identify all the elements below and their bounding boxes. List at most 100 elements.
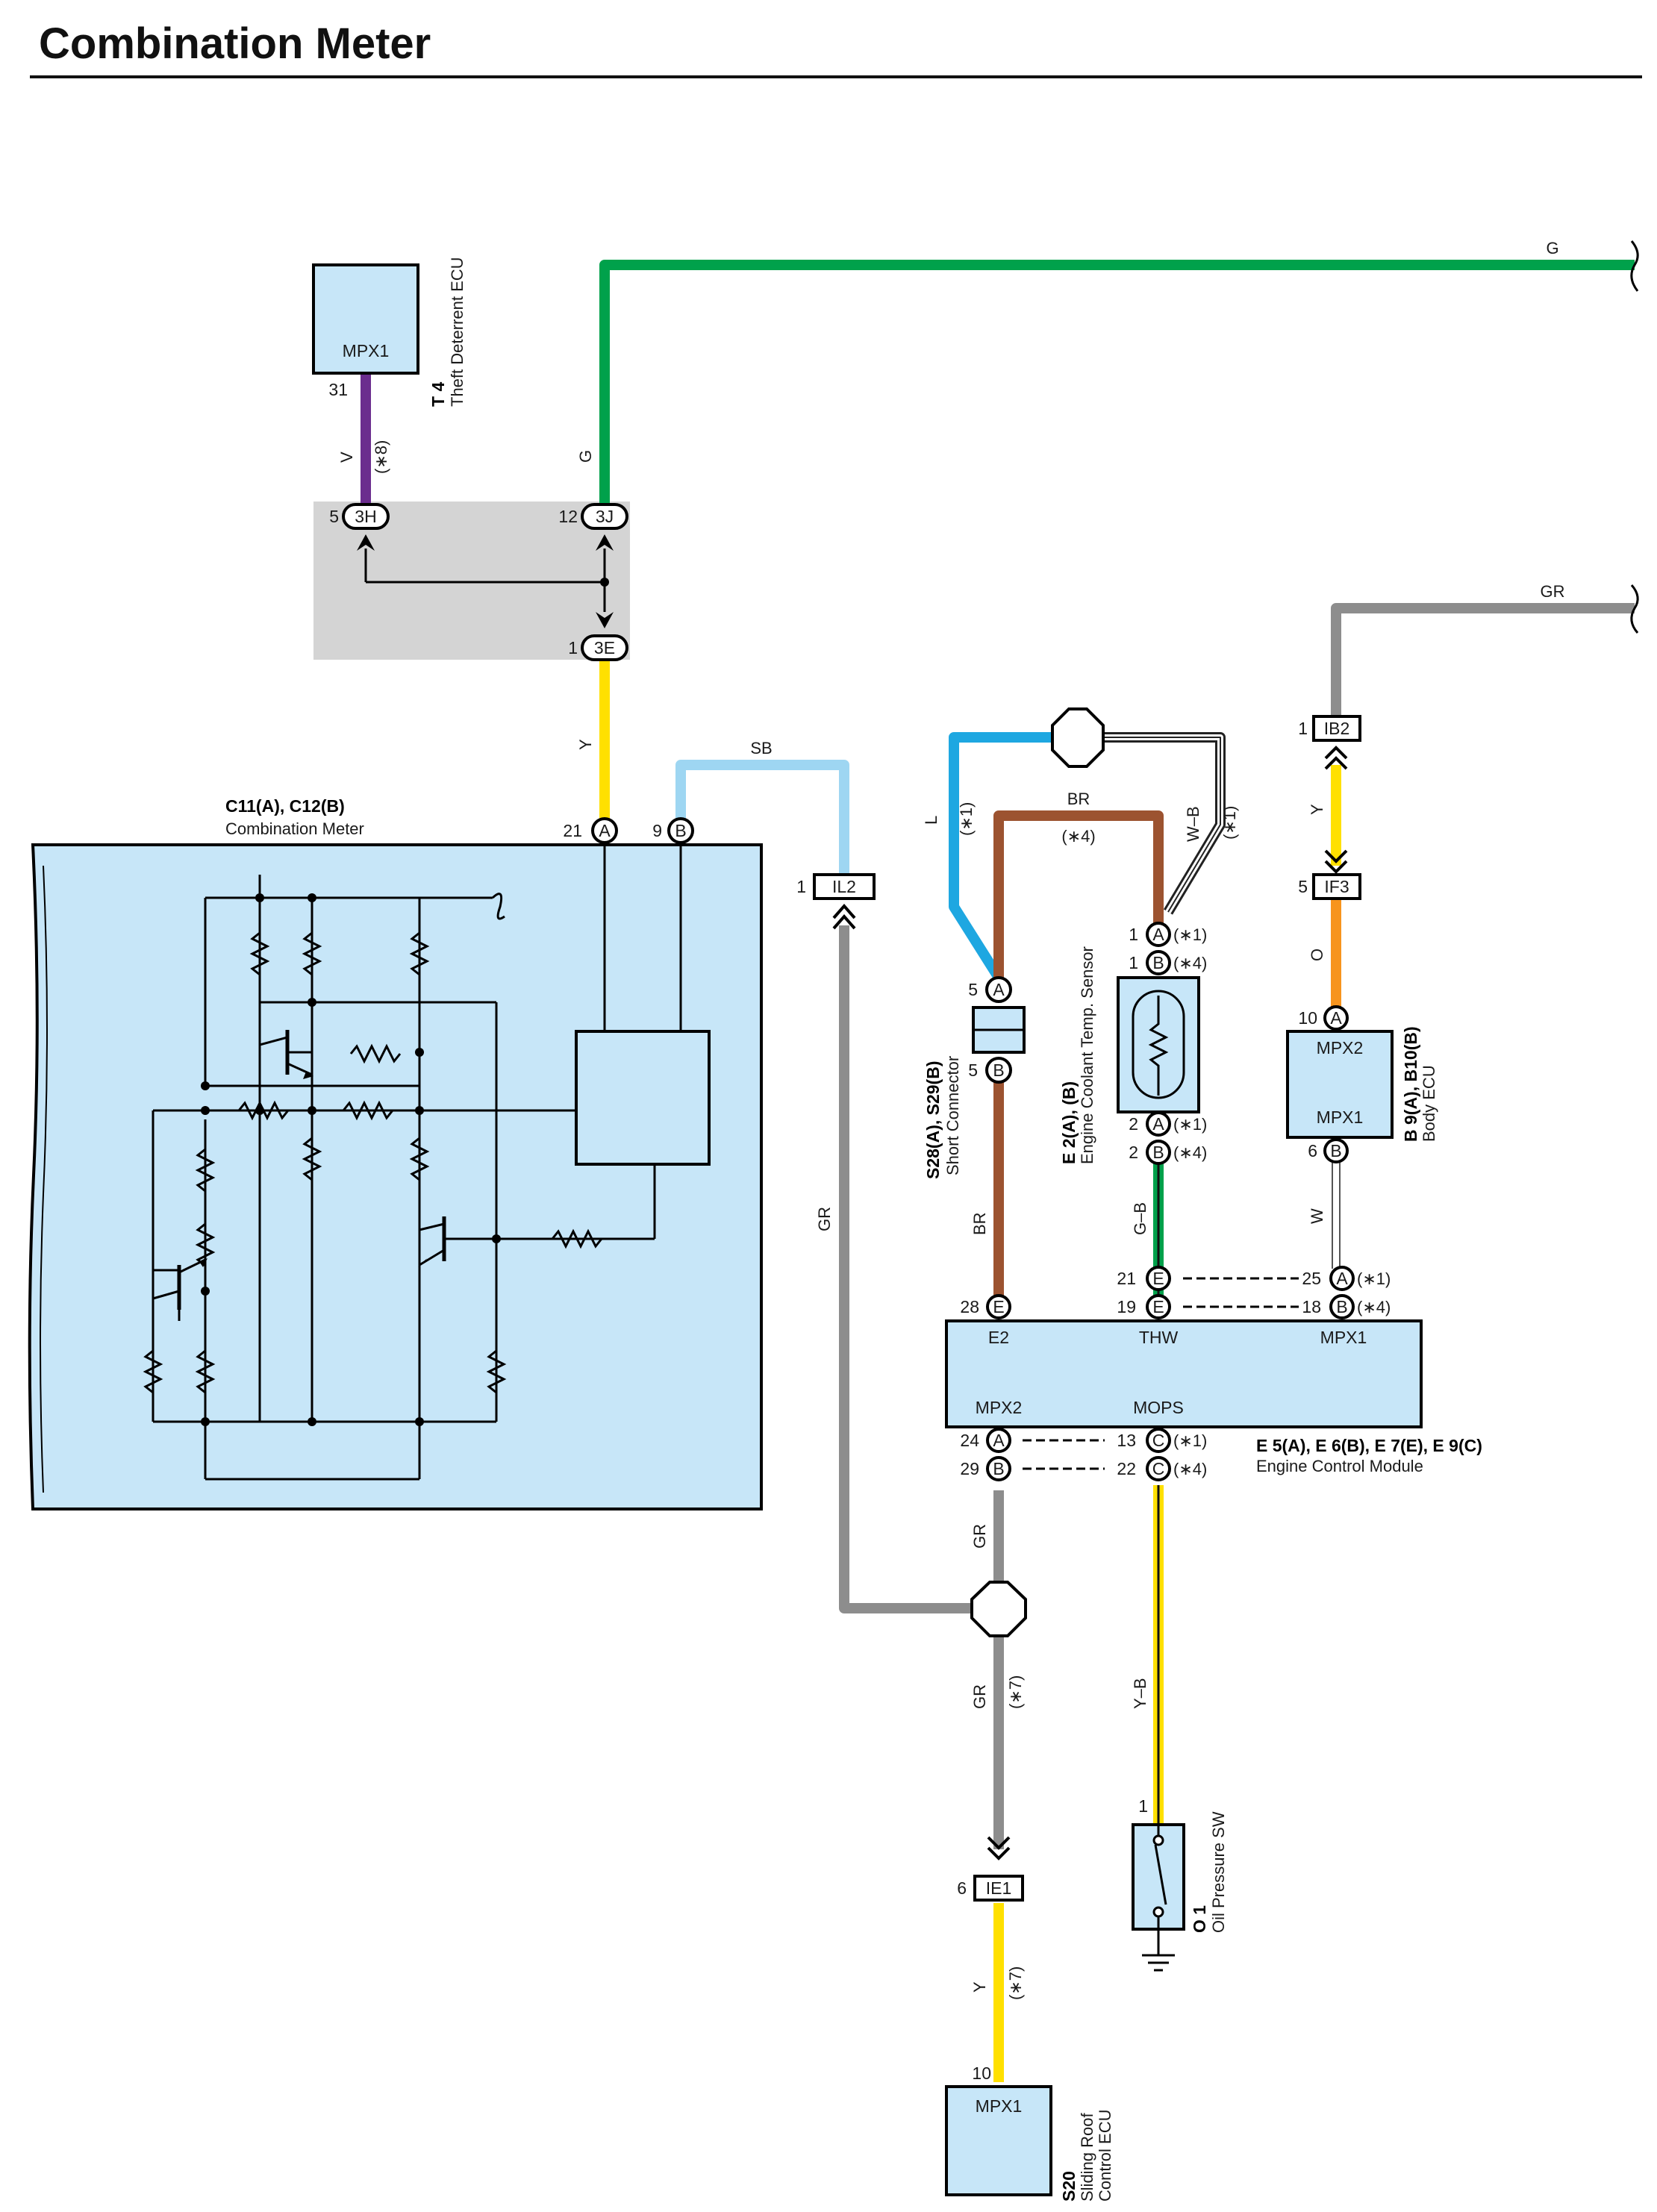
connector-arrow [1324,849,1348,874]
connector-label: IB2 [1324,719,1350,738]
component-code: E 5(A), E 6(B), E 7(E), E 9(C) [1256,1436,1482,1455]
component-code: C11(A), C12(B) [225,796,345,816]
component-name: Combination Meter [225,819,364,838]
pin-b [985,1057,1012,1084]
connector-arrow [987,1836,1011,1860]
pin-number: 10 [972,2063,991,2083]
connector-arrow [832,903,856,930]
wire-gr-left [839,925,978,1613]
wire-label-gr: GR [970,1524,989,1549]
pin-b [1146,1140,1171,1165]
terminal-label-thw: THW [1139,1328,1179,1347]
pin-letter: C [1152,1431,1165,1450]
pin-letter: B [1336,1297,1347,1316]
pin-a [985,976,1012,1003]
pin-letter: B [1152,1143,1164,1162]
junction-dot [600,578,609,587]
component-name: Control ECU [1096,2110,1114,2202]
terminal-label-mpx1: MPX1 [1317,1107,1364,1127]
pin-letter: A [1152,925,1164,944]
pin-letter: A [993,980,1005,999]
connector-ie1 [973,1875,1024,1902]
wire-br [993,810,1164,984]
pin-letter: A [599,821,611,840]
wire-g [599,260,1635,515]
connector-label: IF3 [1324,877,1349,896]
pin-number: 31 [328,380,348,399]
switch-symbol [1152,1825,1167,1955]
pin-number: 12 [558,507,578,526]
connector-label: 3E [594,638,615,657]
wire-break-mark [1630,584,1639,634]
sliding-roof-ecu [945,2085,1052,2196]
pin-number: 9 [652,821,662,840]
pin-number: 13 [1117,1431,1136,1450]
page-title: Combination Meter [39,19,431,68]
wire-label-gr: GR [815,1207,834,1231]
terminal-label-e2: E2 [988,1328,1009,1347]
component-name: Body ECU [1420,1065,1438,1142]
wire-note: (∗7) [1006,1966,1025,2000]
component-code: O 1 [1190,1905,1209,1933]
terminal-label-mpx2: MPX2 [1317,1038,1364,1057]
component-code: E 2(A), (B) [1059,1081,1079,1164]
wire-sb [675,760,849,875]
pin-a [1146,1111,1171,1137]
wire-note: (∗8) [372,440,390,474]
pin-number: 2 [1129,1114,1138,1134]
pin-number: 29 [960,1459,979,1478]
pin-number: 1 [1129,953,1138,972]
pin-number: 5 [968,980,978,999]
connector-label: IE1 [986,1878,1012,1898]
pin-number: 5 [329,507,339,526]
pin-c [1146,1428,1171,1453]
wire-wb-stripe [1103,737,1221,913]
engine-control-module [945,1319,1423,1428]
pin-number: 2 [1129,1143,1138,1162]
wire-note: (∗4) [1061,827,1095,846]
wire-note: (∗7) [1006,1675,1025,1709]
splice-top [1051,707,1105,768]
component-name: Theft Deterrent ECU [448,257,466,407]
pin-a [1323,1005,1349,1031]
theft-deterrent-ecu [312,263,419,375]
pin-note: (∗1) [1173,1431,1207,1450]
connector-if3 [1312,873,1361,900]
connector-il2 [813,873,876,900]
wire-label-v: V [337,452,356,463]
wire-label-w: W [1308,1208,1326,1224]
wire-label-br: BR [970,1212,989,1235]
pin-c [1146,1456,1171,1481]
pin-letter: C [1152,1459,1165,1478]
connector-ib2 [1312,715,1361,742]
wire-label-o: O [1308,949,1326,961]
wire-label-gr-top: GR [1541,582,1565,601]
meter-resistors [143,931,603,1394]
wire-label-gb: G–B [1131,1202,1149,1235]
pin-note: (∗4) [1173,1143,1207,1162]
pin-letter: A [1152,1114,1164,1134]
connector-label: IL2 [832,877,856,896]
connector-3h [342,503,390,530]
connector-terminal-arrows [357,534,614,628]
pin-number: 5 [1298,877,1308,896]
pin-letter: E [1152,1269,1164,1288]
pin-number: 21 [1117,1269,1136,1288]
component-code: B 9(A), B10(B) [1401,1026,1420,1142]
pin-a [1146,922,1171,947]
pin-number: 1 [1129,925,1138,944]
pin-letter: A [1336,1269,1348,1288]
wire-label-wb: W–B [1184,806,1202,842]
connector-label: 3H [355,507,376,526]
wire-note: (∗1) [957,802,976,836]
splice-bottom [970,1581,1027,1637]
pin-e [1146,1294,1171,1319]
body-ecu [1286,1030,1394,1139]
pin-b [1329,1294,1355,1319]
wire-label-g: G [576,450,595,463]
pin-a [1329,1266,1355,1291]
connector-3e [581,634,628,661]
pin-number: 25 [1302,1269,1321,1288]
pin-note: (∗1) [1173,1115,1207,1134]
pin-a [986,1428,1011,1453]
